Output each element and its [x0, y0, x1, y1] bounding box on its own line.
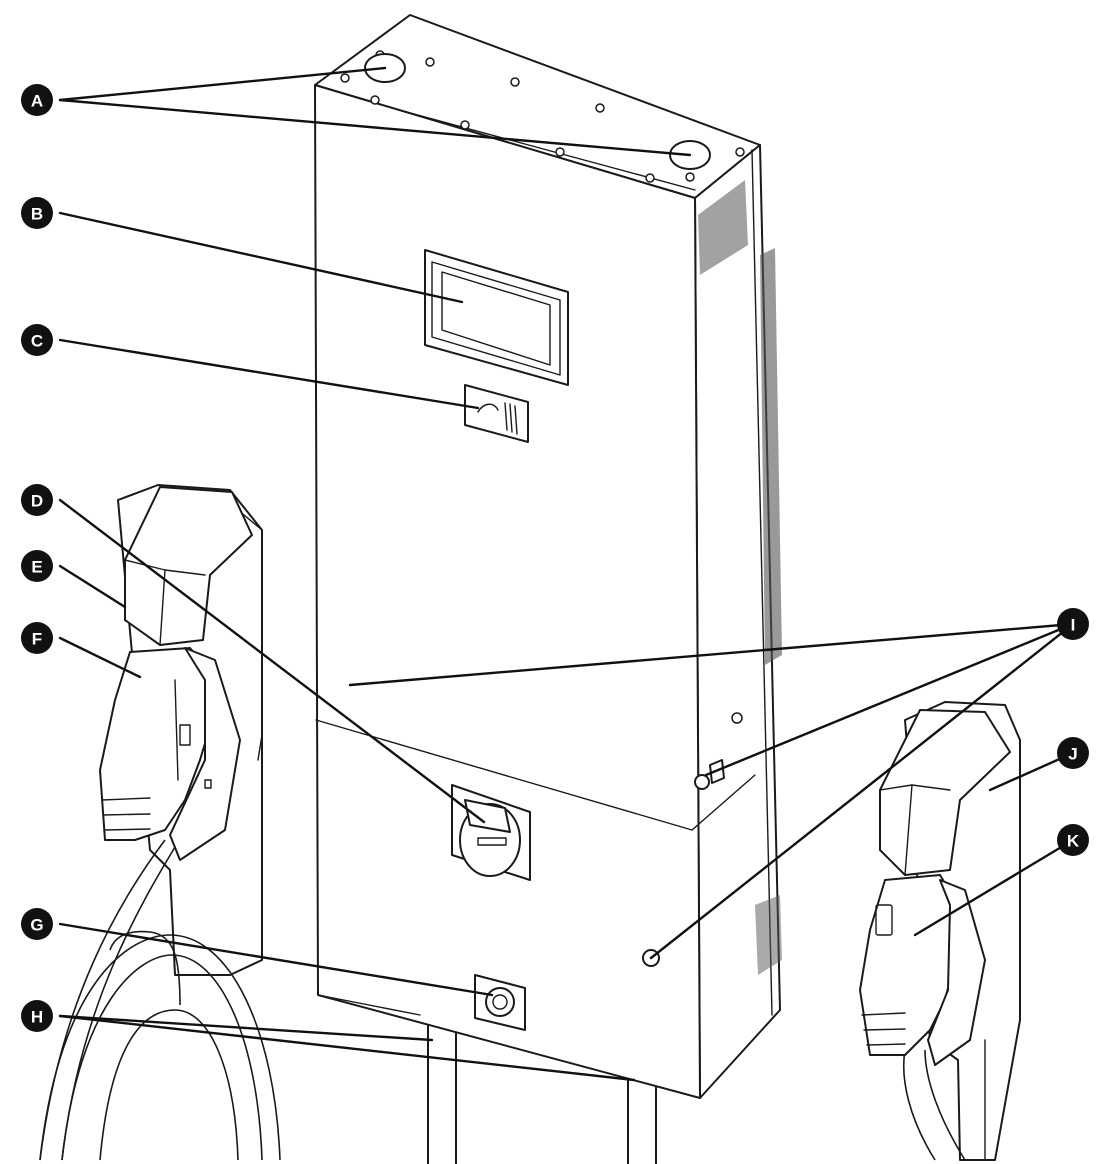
side-lock [694, 774, 710, 790]
callout-label: E [31, 558, 42, 577]
callout-label: J [1068, 745, 1077, 764]
callout-badge-i: I [1057, 608, 1089, 640]
callout-badge-e: E [21, 550, 53, 582]
callout-label: H [31, 1008, 43, 1027]
aux-receptacle [474, 974, 526, 1031]
callout-label: F [32, 630, 42, 649]
callout-label: D [31, 492, 43, 511]
right-connector [859, 874, 986, 1066]
left-holster [124, 486, 253, 646]
callout-badge-b: B [21, 197, 53, 229]
cabinet-front [314, 84, 701, 1099]
side-vents [698, 180, 782, 975]
left-connector [99, 647, 241, 861]
callout-label: G [30, 916, 43, 935]
main-cabinet [314, 14, 781, 1099]
callout-badge-c: C [21, 324, 53, 356]
callout-label: A [31, 92, 43, 111]
callout-badge-j: J [1057, 737, 1089, 769]
callout-label: B [31, 205, 43, 224]
callout-label: C [31, 332, 43, 351]
callout-badge-g: G [21, 908, 53, 940]
rfid-reader [464, 384, 529, 443]
leader-lines [58, 66, 1075, 1082]
callout-badge-f: F [21, 622, 53, 654]
display-screen [424, 249, 569, 386]
socket-outlet [451, 784, 531, 881]
callout-label: I [1071, 616, 1076, 635]
callout-badge-d: D [21, 484, 53, 516]
right-cable [902, 1049, 966, 1161]
callout-badge-a: A [21, 84, 53, 116]
callout-label: K [1067, 832, 1080, 851]
callout-badge-k: K [1057, 824, 1089, 856]
left-cable-coil [39, 839, 281, 1161]
callout-badge-h: H [21, 1000, 53, 1032]
